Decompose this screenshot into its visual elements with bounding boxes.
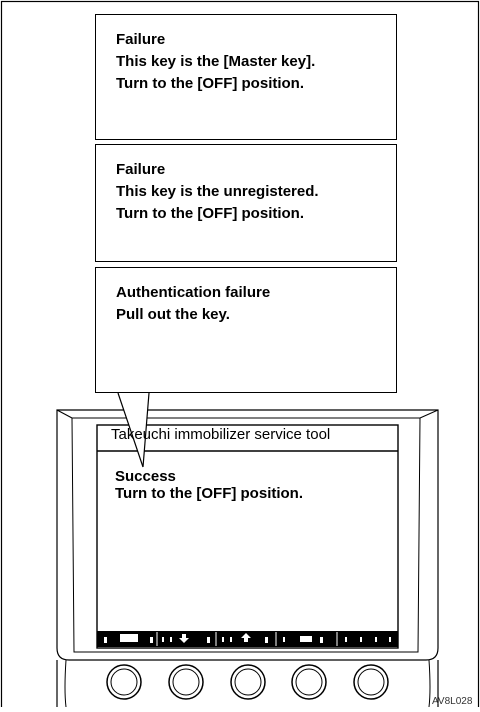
screen-line: Success	[115, 468, 176, 485]
message-line: Failure	[116, 31, 166, 48]
message-line: This key is the [Master key].	[116, 53, 316, 70]
function-button-3	[230, 664, 266, 700]
message-line: Authentication failure	[116, 284, 271, 301]
device-screen	[96, 424, 399, 649]
function-bar-glyphs	[104, 633, 391, 643]
message-line: Turn to the [OFF] position.	[116, 205, 305, 222]
function-button-2	[168, 664, 204, 700]
screen-message: Success Turn to the [OFF] position.	[115, 468, 303, 502]
message-box-authentication-failure: Authentication failure Pull out the key.	[95, 267, 397, 393]
device-title: Takeuchi immobilizer service tool	[111, 426, 331, 443]
function-buttons	[106, 664, 389, 700]
function-button-5	[353, 664, 389, 700]
message-line: Failure	[116, 161, 166, 178]
message-box-unregistered-key: Failure This key is the unregistered. Tu…	[95, 144, 397, 262]
function-button-1	[106, 664, 142, 700]
message-line: Turn to the [OFF] position.	[116, 75, 305, 92]
figure-code: AV8L028	[432, 696, 473, 707]
message-line: This key is the unregistered.	[116, 183, 319, 200]
service-tool-device	[56, 409, 439, 708]
function-button-4	[291, 664, 327, 700]
screen-line: Turn to the [OFF] position.	[115, 485, 304, 502]
callout-pointer	[117, 392, 150, 468]
message-line: Pull out the key.	[116, 306, 230, 323]
message-box-master-key: Failure This key is the [Master key]. Tu…	[95, 14, 397, 140]
function-bar-separators	[156, 632, 338, 646]
